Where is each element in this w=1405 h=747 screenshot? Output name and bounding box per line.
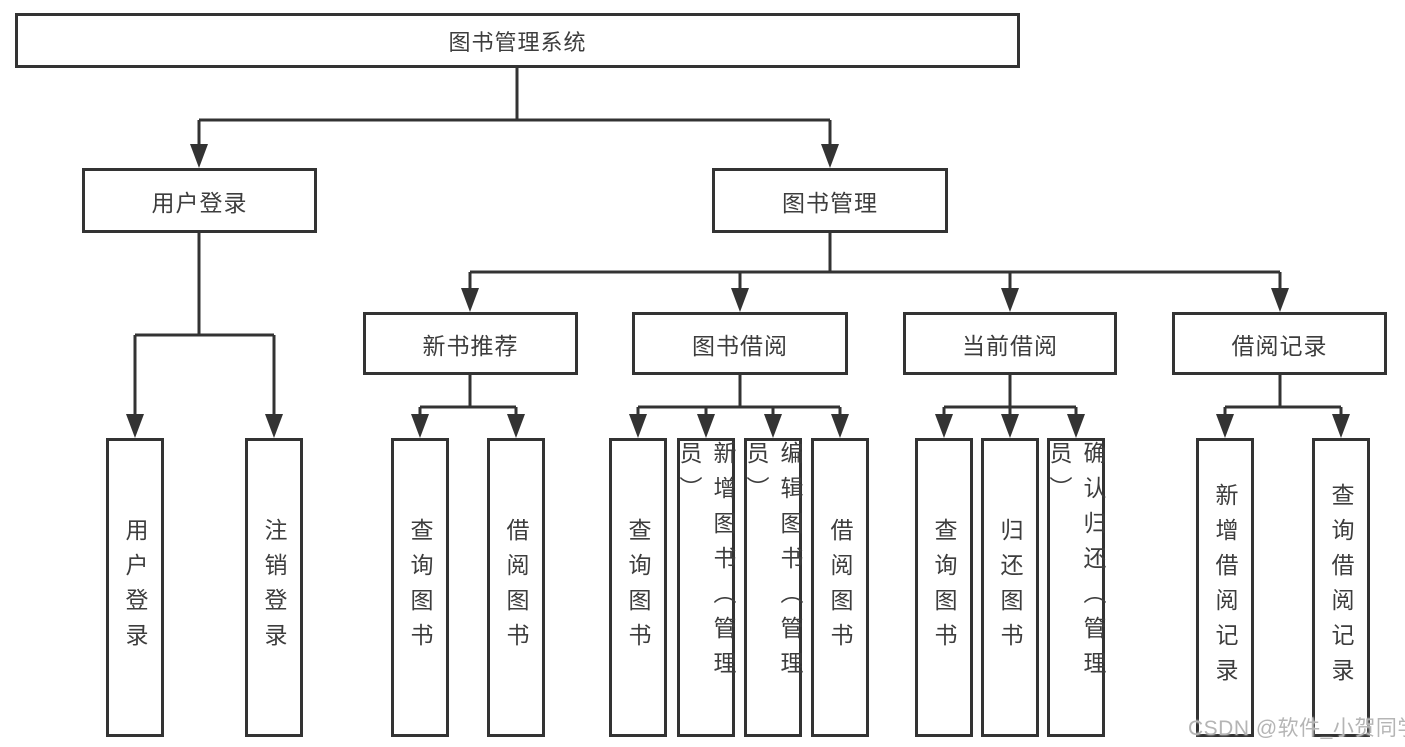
node-label: 借阅记录 (1231, 332, 1328, 359)
node-label: 注销登录 (261, 517, 287, 658)
node-user-login: 用户登录 (82, 168, 317, 233)
node-label: 新书推荐 (422, 332, 519, 359)
node-label: 查询图书 (931, 517, 957, 658)
arrowheads (126, 144, 1350, 438)
node-label: 编辑图书（管理员） (743, 441, 803, 686)
node-label: 借阅图书 (827, 517, 853, 658)
node-label: 图书管理 (782, 189, 878, 216)
leaf-borrow-books-2: 借阅图书 (811, 438, 869, 737)
leaf-query-books-3: 查询图书 (915, 438, 973, 737)
leaf-edit-book-admin: 编辑图书（管理员） (743, 438, 803, 737)
node-book-management: 图书管理 (712, 168, 948, 233)
leaf-confirm-return-admin: 确认归还（管理员） (1046, 438, 1106, 737)
leaf-logout: 注销登录 (245, 438, 303, 737)
node-label: 查询图书 (625, 517, 651, 658)
node-label: 图书管理系统 (448, 29, 587, 55)
leaf-add-book-admin: 新增图书（管理员） (676, 438, 736, 737)
node-label: 用户登录 (122, 517, 148, 658)
node-new-book-recommend: 新书推荐 (363, 312, 578, 375)
node-book-borrow: 图书借阅 (632, 312, 848, 375)
node-current-borrow: 当前借阅 (903, 312, 1117, 375)
node-label: 查询借阅记录 (1328, 482, 1354, 693)
node-label: 新增借阅记录 (1212, 482, 1238, 693)
node-label: 新增图书（管理员） (676, 441, 736, 686)
node-borrow-record: 借阅记录 (1172, 312, 1387, 375)
node-label: 借阅图书 (503, 517, 529, 658)
leaf-return-books: 归还图书 (981, 438, 1039, 737)
node-label: 图书借阅 (692, 332, 788, 359)
leaf-borrow-books-1: 借阅图书 (487, 438, 545, 737)
leaf-query-borrow-record: 查询借阅记录 (1312, 438, 1370, 737)
node-label: 确认归还（管理员） (1046, 441, 1106, 686)
leaf-query-books-2: 查询图书 (609, 438, 667, 737)
node-label: 当前借阅 (962, 332, 1058, 359)
node-label: 归还图书 (997, 517, 1023, 658)
leaf-user-login: 用户登录 (106, 438, 164, 737)
leaf-query-books-1: 查询图书 (391, 438, 449, 737)
watermark: CSDN @软件_小贺同学 (1188, 717, 1405, 740)
node-label: 用户登录 (151, 189, 248, 216)
node-label: 查询图书 (407, 517, 433, 658)
leaf-add-borrow-record: 新增借阅记录 (1196, 438, 1254, 737)
node-library-management-system: 图书管理系统 (15, 13, 1020, 68)
